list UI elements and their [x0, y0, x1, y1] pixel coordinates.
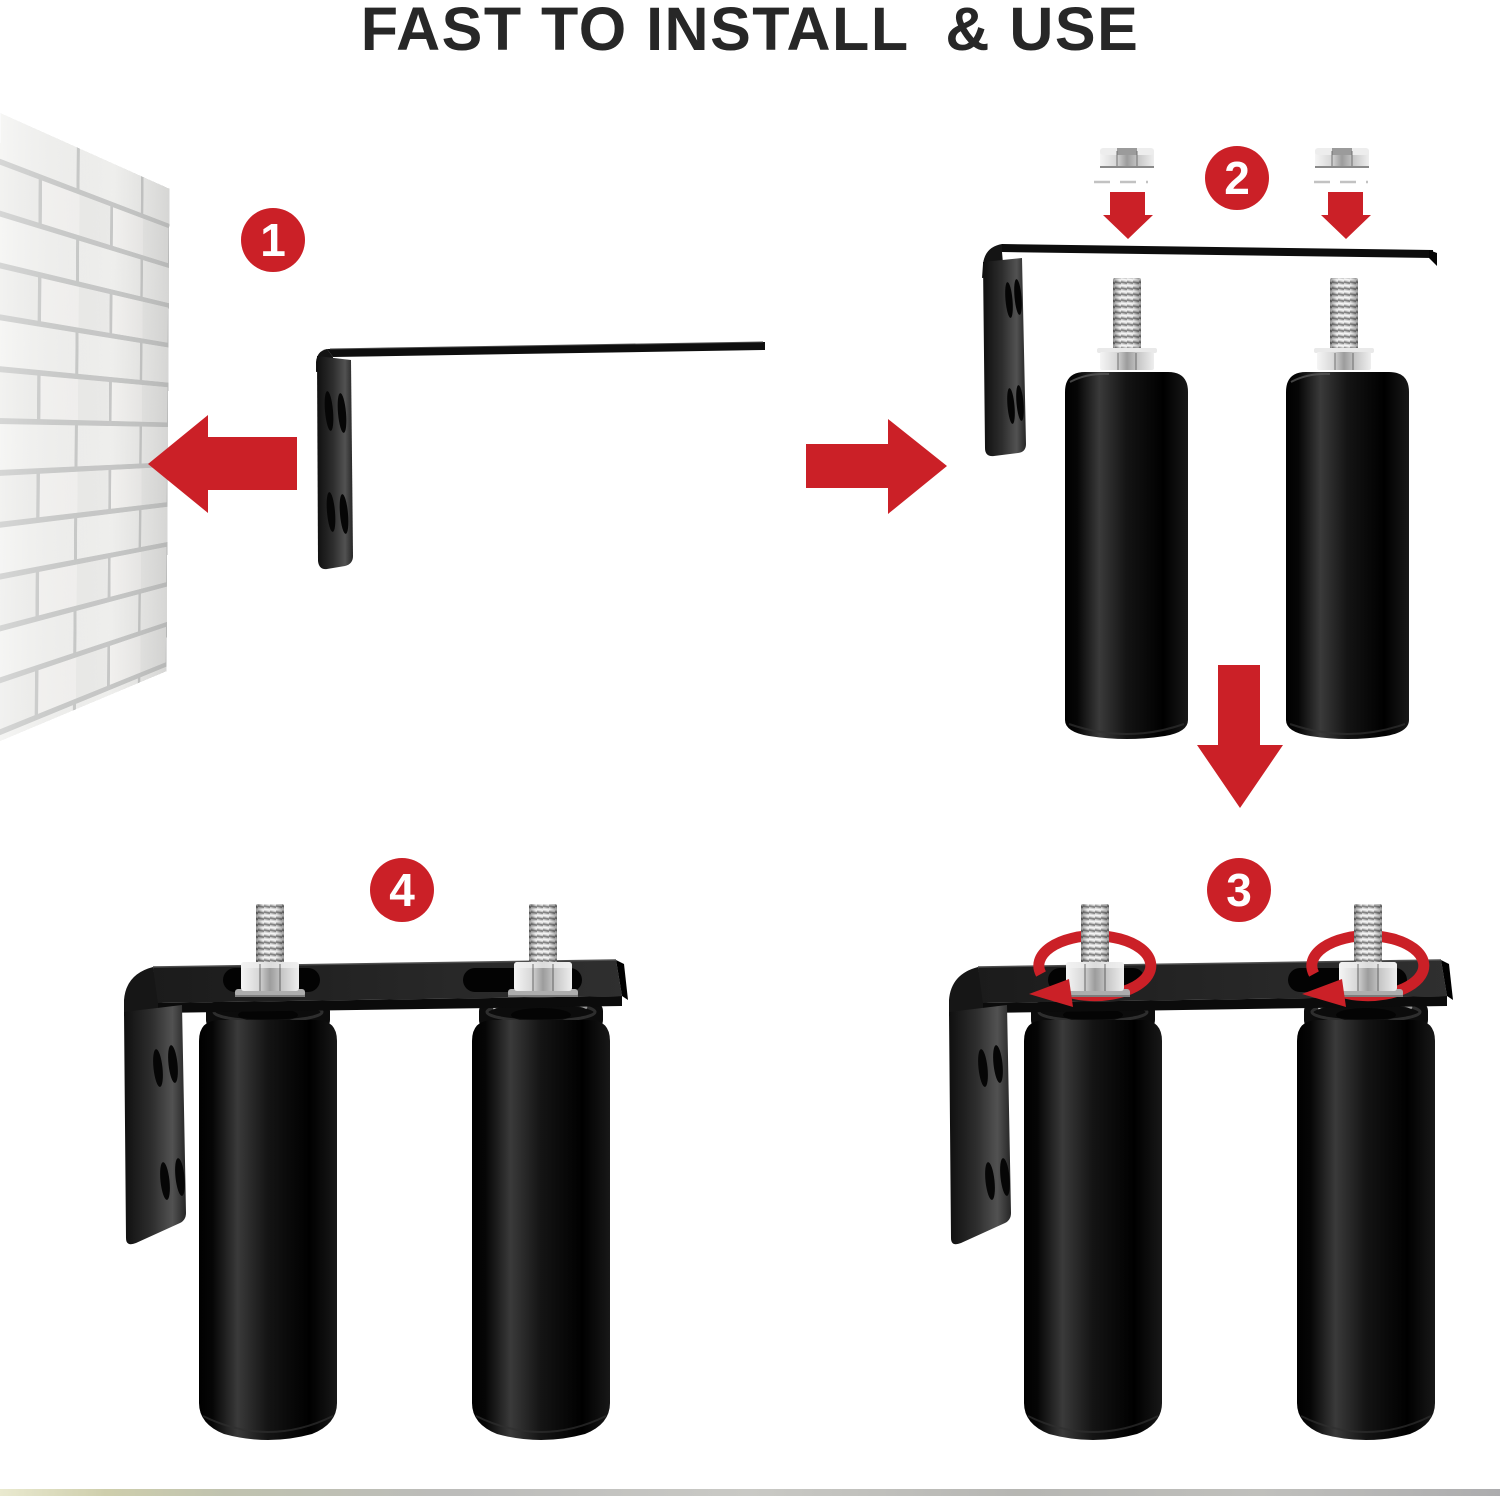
assembled-unit — [949, 960, 1453, 1440]
step-4-badge: 4 — [370, 858, 434, 922]
bracket-bar-end — [1429, 250, 1437, 266]
bracket-holes — [1005, 279, 1024, 424]
step-3-number: 3 — [1226, 864, 1252, 916]
bracket-bar — [327, 342, 765, 357]
next-section-edge — [0, 1489, 1500, 1496]
step-4-illustration: 4 — [124, 858, 628, 1440]
step-3-badge-circle — [1207, 858, 1271, 922]
arrow-down-large-icon — [1197, 665, 1283, 808]
stud-nut-left — [1059, 903, 1131, 998]
step-2-badge-circle — [1205, 146, 1269, 210]
step-1-number: 1 — [260, 214, 286, 266]
step-1-badge: 1 — [241, 208, 305, 272]
roller-right — [1285, 371, 1410, 740]
stud-nut-right — [1313, 277, 1375, 371]
bracket-wall-plate — [317, 356, 353, 570]
step-1-badge-circle — [241, 208, 305, 272]
step-4-badge-circle — [370, 858, 434, 922]
step-4-number: 4 — [389, 864, 415, 916]
stud-nut-right — [507, 903, 579, 998]
arrow-down-left-icon — [1103, 192, 1153, 239]
hex-nut-left — [1099, 147, 1155, 169]
l-bracket-top — [982, 244, 1437, 457]
rotation-arrowhead-right-icon — [1302, 979, 1346, 1007]
bracket-bar-highlight — [329, 341, 764, 350]
hex-nut-right — [1314, 147, 1370, 169]
arrow-left-icon — [148, 415, 297, 513]
brick-wall — [0, 113, 170, 744]
brick-wall-graphic — [0, 113, 170, 744]
wall-shading — [0, 113, 170, 744]
arrow-down-right-icon — [1321, 192, 1371, 239]
bracket-holes — [324, 391, 349, 534]
step-3-badge: 3 — [1207, 858, 1271, 922]
step-2-number: 2 — [1224, 152, 1250, 204]
rotation-arrowhead-left-icon — [1029, 979, 1073, 1007]
bracket-wall-plate — [983, 258, 1026, 457]
stud-nut-left — [234, 903, 306, 998]
stud-nut-right — [1332, 903, 1404, 998]
page-title: FAST TO INSTALL & USE — [360, 0, 1140, 63]
arrow-right-icon — [806, 419, 947, 514]
roller-left — [1064, 371, 1189, 740]
l-bracket — [316, 341, 765, 570]
step-2-illustration: 2 — [982, 146, 1437, 808]
step-2-badge: 2 — [1205, 146, 1269, 210]
stud-nut-left — [1096, 277, 1158, 371]
step-1-illustration: 1 — [148, 208, 765, 570]
assembled-unit — [124, 960, 628, 1440]
bracket-bar — [1002, 244, 1433, 258]
step-3-illustration: 3 — [949, 858, 1453, 1440]
